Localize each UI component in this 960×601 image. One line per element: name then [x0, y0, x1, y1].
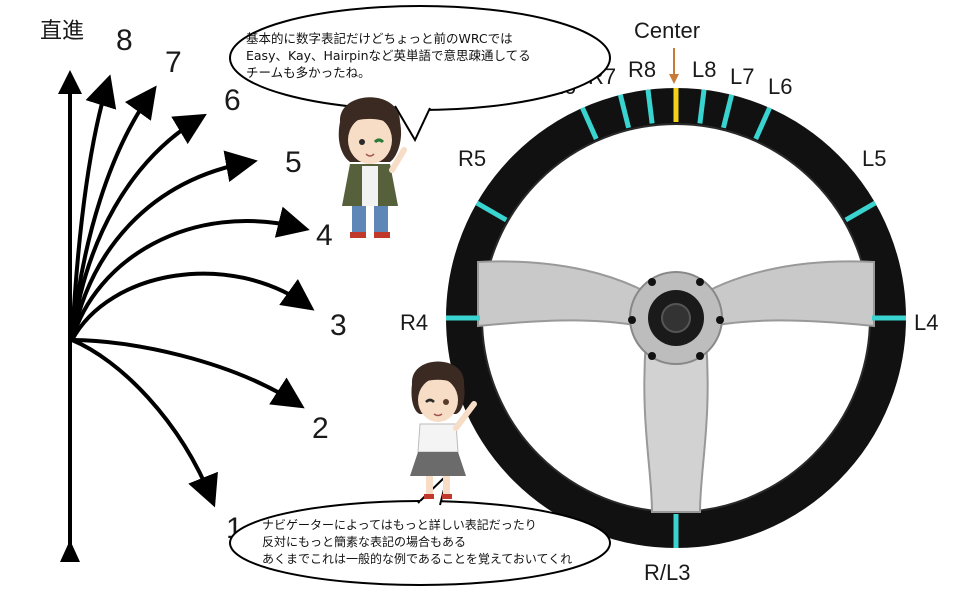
number-8: 8	[116, 24, 133, 57]
number-7: 7	[165, 46, 182, 79]
bubble-bottom-text: ナビゲーターによってはもっと詳しい表記だったり 反対にもっと簡素な表記の場合もあ…	[262, 517, 592, 568]
center-pointer-head	[669, 74, 679, 84]
straight-label: 直進	[40, 18, 84, 43]
bubble-bottom-line: あくまでこれは一般的な例であることを覚えておいてくれ	[262, 552, 573, 566]
number-5: 5	[285, 146, 302, 179]
speech-bubble-top	[229, 5, 611, 143]
wheel-markers	[446, 88, 906, 548]
bubble-top-line: チームも多かったね。	[246, 65, 371, 80]
number-3: 3	[330, 309, 347, 342]
label-R-L3: R/L3	[644, 560, 690, 585]
arrow-4	[70, 206, 310, 341]
marker-L6	[753, 106, 772, 140]
arrow-1	[71, 338, 218, 508]
marker-R7	[617, 94, 632, 129]
hub-bolt	[628, 316, 636, 324]
bubble-top-text: 基本的に数字表記だけどちょっと前のWRCでは Easy、Kay、Hairpinな…	[246, 30, 598, 81]
speech-bubble-bottom	[229, 470, 611, 586]
character-bottom	[410, 361, 477, 499]
horn-emblem	[661, 303, 691, 333]
label-L4: L4	[914, 310, 938, 335]
arrow-base-triangle	[60, 540, 80, 562]
number-4: 4	[316, 219, 333, 252]
marker-L8	[697, 89, 707, 124]
arrow-6	[70, 113, 207, 341]
bubble-bottom-line: ナビゲーターによってはもっと詳しい表記だったり	[262, 518, 537, 532]
character-top	[338, 97, 407, 238]
bubble-bottom-line: 反対にもっと簡素な表記の場合もある	[262, 535, 467, 549]
marker-R8	[645, 89, 655, 124]
label-R5: R5	[458, 146, 486, 171]
hub-bolt	[696, 278, 704, 286]
hub-bolt	[648, 278, 656, 286]
label-L8: L8	[692, 57, 716, 82]
label-R8: R8	[628, 57, 656, 82]
arrow-3	[70, 271, 315, 341]
direction-arrows	[58, 70, 315, 562]
bubble-top-line: Easy、Kay、Hairpinなど英単語で意思疎通してる	[246, 48, 531, 63]
marker-R5	[475, 200, 508, 223]
bottom-spoke	[643, 339, 709, 513]
marker-L5	[844, 200, 877, 223]
label-L5: L5	[862, 146, 886, 171]
marker-R6	[580, 106, 599, 140]
bubble-top-line: 基本的に数字表記だけどちょっと前のWRCでは	[246, 31, 513, 46]
hub-bolt	[716, 316, 724, 324]
steering-wheel	[446, 88, 906, 548]
center-label: Center	[634, 18, 700, 43]
arrow-2	[71, 338, 305, 409]
number-6: 6	[224, 84, 241, 117]
arrow-5	[70, 150, 258, 341]
hub-bolt	[648, 352, 656, 360]
label-L6: L6	[768, 74, 792, 99]
label-L7: L7	[730, 64, 754, 89]
arrow-8	[70, 74, 117, 341]
number-2: 2	[312, 412, 329, 445]
label-R4: R4	[400, 310, 428, 335]
hub-bolt	[696, 352, 704, 360]
marker-L7	[720, 94, 735, 129]
